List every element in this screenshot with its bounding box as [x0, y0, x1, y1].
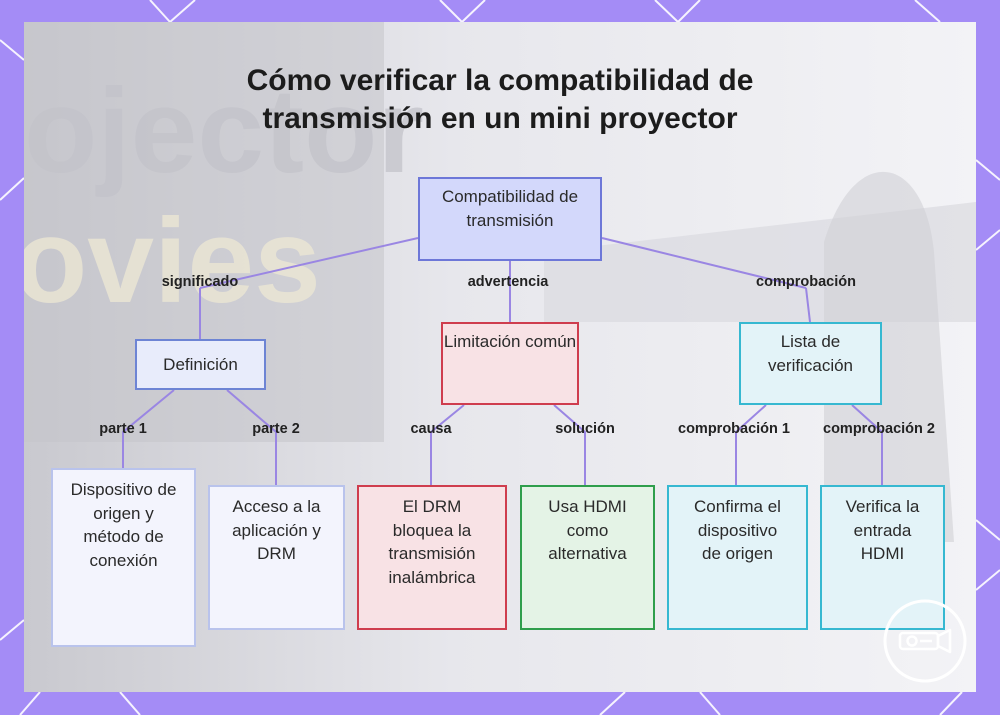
connector-limitacion-solucion — [553, 404, 586, 485]
diagram-title: Cómo verificar la compatibilidad de tran… — [24, 62, 976, 138]
connector-lista-comprobacion-1 — [735, 404, 767, 485]
edge-label-comprobacion: comprobación — [756, 274, 856, 290]
connector-definicion-parte-1 — [122, 389, 175, 468]
node-limitacion-comun: Limitación común — [441, 322, 579, 405]
node-el-drm-bloquea: El DRM bloquea la transmisión inalámbric… — [357, 485, 507, 630]
root-label: Compatibilidad de transmisión — [441, 187, 579, 230]
edge-label-comprobacion-1: comprobación 1 — [678, 421, 790, 437]
node-acceso-a-la-aplicacion-label: Acceso a la aplicación y DRM — [232, 497, 321, 563]
node-lista-de-verificacion-label: Lista de verificación — [767, 332, 854, 375]
node-el-drm-bloquea-label: El DRM bloquea la transmisión inalámbric… — [388, 497, 476, 587]
connector-root-definicion — [199, 237, 419, 339]
node-definicion: Definición — [135, 339, 266, 390]
connector-root-lista — [601, 237, 811, 323]
node-limitacion-comun-label: Limitación común — [443, 332, 577, 351]
edge-label-comprobacion-2: comprobación 2 — [823, 421, 935, 437]
title-line-1: Cómo verificar la compatibilidad de — [246, 64, 754, 97]
edge-label-significado: significado — [161, 274, 239, 290]
node-confirma-el-dispositivo-label: Confirma el dispositivo de origen — [694, 497, 781, 563]
root-node: Compatibilidad de transmisión — [418, 177, 602, 261]
svg-text:ovies: ovies — [24, 194, 321, 328]
connector-limitacion-causa — [430, 404, 465, 485]
edge-label-causa: causa — [410, 421, 452, 437]
node-dispositivo-de-origen: Dispositivo de origen y método de conexi… — [51, 468, 196, 647]
connector-lista-comprobacion-2 — [851, 404, 883, 485]
node-usa-hdmi-label: Usa HDMI como alternativa — [548, 497, 627, 563]
connector-lines — [122, 237, 883, 485]
node-verifica-la-entrada-hdmi: Verifica la entrada HDMI — [820, 485, 945, 630]
edge-label-advertencia: advertencia — [467, 274, 549, 290]
node-dispositivo-de-origen-label: Dispositivo de origen y método de conexi… — [70, 480, 177, 570]
node-verifica-la-entrada-hdmi-label: Verifica la entrada HDMI — [845, 497, 920, 563]
connector-definicion-parte-2 — [226, 389, 277, 485]
edge-label-solucion: solución — [555, 421, 615, 437]
projector-icon — [883, 599, 967, 683]
node-acceso-a-la-aplicacion: Acceso a la aplicación y DRM — [208, 485, 345, 630]
title-line-2: transmisión en un mini proyector — [262, 102, 738, 135]
edge-label-parte-1: parte 1 — [99, 421, 147, 437]
svg-text:ojector: ojector — [24, 64, 424, 198]
node-confirma-el-dispositivo: Confirma el dispositivo de origen — [667, 485, 808, 630]
node-definicion-label: Definición — [163, 355, 238, 374]
diagram-card: ojector ovies Cómo verificar la compatib… — [24, 22, 976, 692]
node-lista-de-verificacion: Lista de verificación — [739, 322, 882, 405]
node-usa-hdmi: Usa HDMI como alternativa — [520, 485, 655, 630]
edge-label-parte-2: parte 2 — [252, 421, 300, 437]
